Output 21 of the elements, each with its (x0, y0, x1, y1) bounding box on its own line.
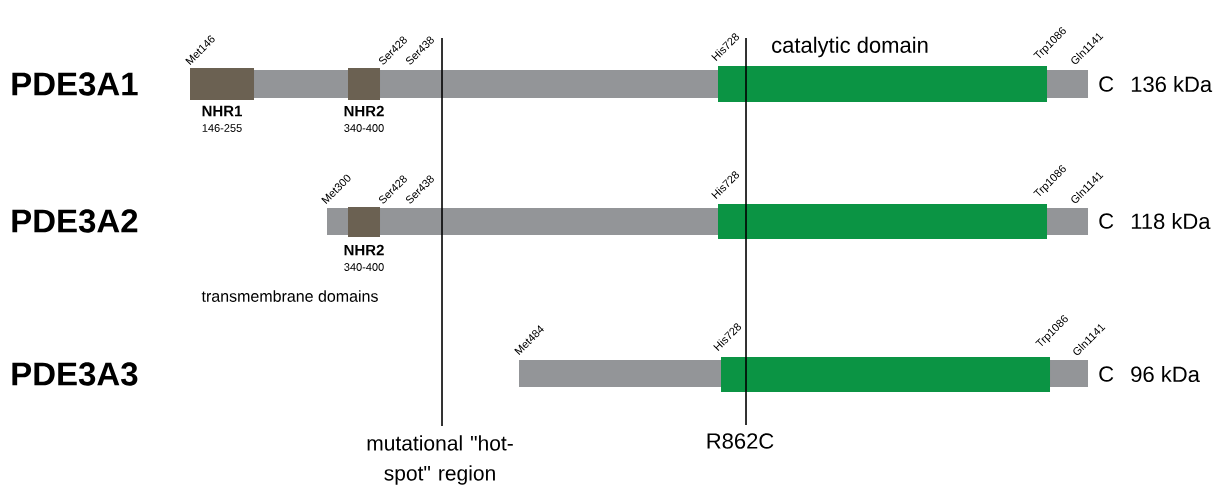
terminus-label: C (1099, 213, 1114, 229)
domain-label: catalytic domain (772, 36, 928, 58)
isoform-label: PDE3A3 (12, 362, 138, 386)
domain-box (718, 204, 1047, 239)
isoform-label: PDE3A1 (12, 72, 138, 96)
domain-box (721, 357, 1050, 392)
mutation-label: mutational "hot-spot" region (367, 435, 513, 485)
mutation-label: R862C (707, 433, 774, 449)
range-label: 340-400 (344, 263, 384, 271)
domain-label: NHR2 (344, 105, 384, 117)
terminus-label: C (1099, 76, 1114, 92)
mass-label: 96 kDa (1131, 365, 1200, 383)
range-label: 146-255 (202, 124, 242, 132)
domain-label: NHR2 (344, 244, 384, 256)
domain-label: NHR1 (202, 105, 242, 117)
mass-label: 136 kDa (1131, 75, 1213, 93)
mass-label: 118 kDa (1131, 212, 1211, 230)
isoform-label: PDE3A2 (12, 209, 138, 233)
range-label: 340-400 (344, 124, 384, 132)
annotation-text: transmembrane domains (201, 290, 378, 302)
terminus-label: C (1099, 366, 1114, 382)
